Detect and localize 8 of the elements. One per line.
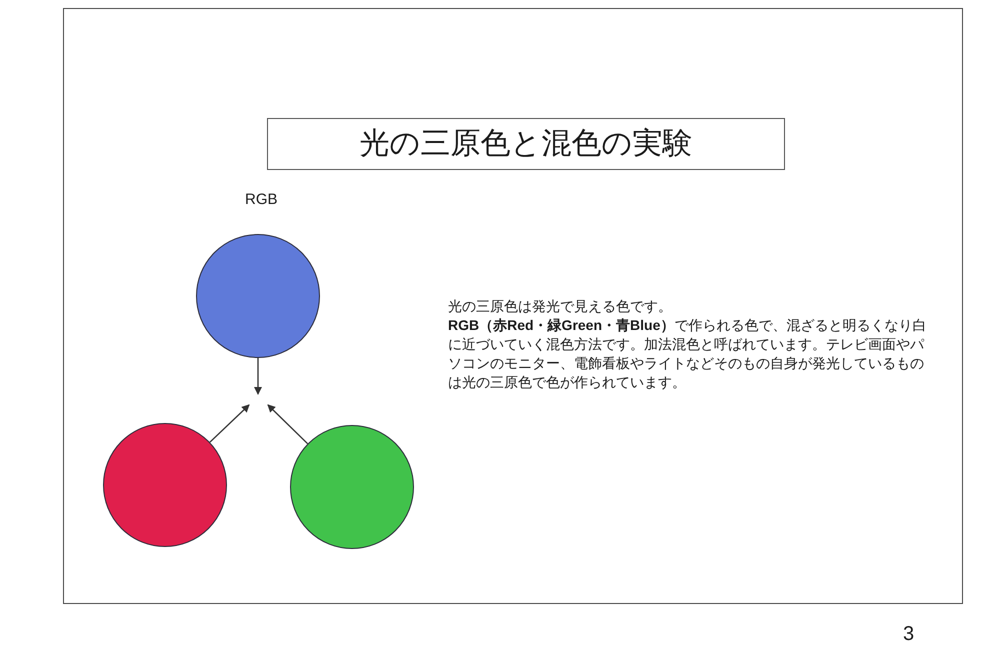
description-text: 光の三原色は発光で見える色です。 (448, 297, 673, 316)
page-number: 3 (903, 622, 914, 647)
arrow (209, 404, 250, 443)
description-paragraph: RGB（赤Red・緑Green・青Blue）で作られる色で、混ざると明るくなり白に近づいていく混色方法です。加法混色と呼ばれています。テレビ画面やパソコンのモニター、電飾看板やライトなどそのもの自身が発光しているものは光の三原色で色が作られています。 (448, 316, 928, 392)
slide-title: 光の三原色と混色の実験 (267, 118, 785, 170)
arrow (254, 358, 262, 395)
diagram-label: RGB (245, 190, 278, 210)
arrow (267, 404, 308, 444)
